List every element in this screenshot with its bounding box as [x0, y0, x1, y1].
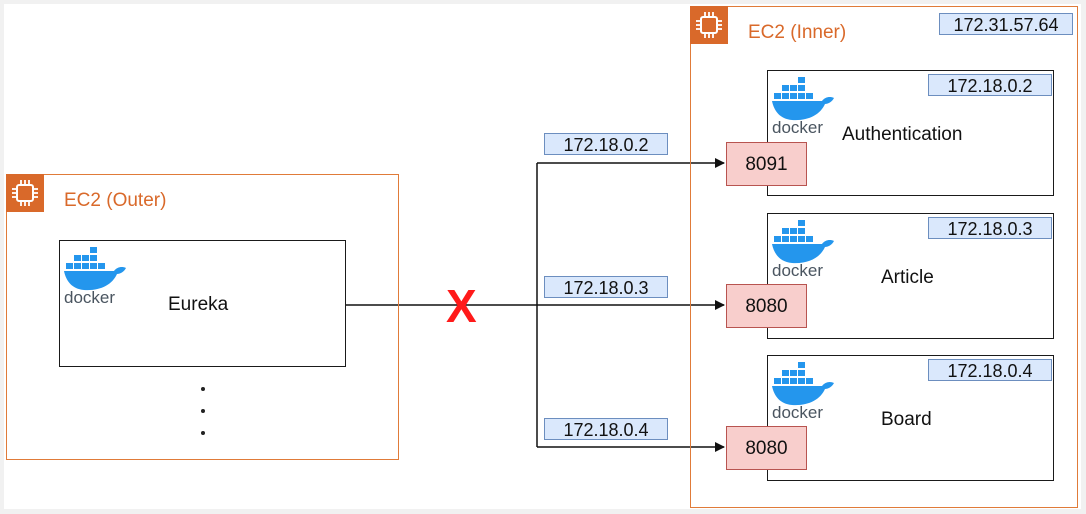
route-ip-label: 172.18.0.4 [544, 418, 668, 440]
article-label: Article [881, 267, 934, 288]
container-ip-label: 172.18.0.4 [928, 359, 1052, 381]
docker-logo-text: docker [64, 288, 115, 305]
port-authentication: 8091 [726, 142, 807, 186]
ec2-chip-icon [690, 6, 728, 44]
eureka-label: Eureka [168, 294, 229, 315]
more-containers-dot [201, 431, 205, 435]
route-ip-label: 172.18.0.2 [544, 133, 668, 155]
authentication-label: Authentication [842, 124, 963, 145]
docker-logo-icon: docker [770, 75, 840, 135]
ec2-inner-group: EC2 (Inner) 172.31.57.64 [690, 6, 1078, 508]
port-board: 8080 [726, 426, 807, 470]
board-label: Board [881, 409, 932, 430]
blocked-connection-icon: X [446, 280, 477, 332]
ec2-outer-title: EC2 (Outer) [64, 190, 167, 211]
board-container: docker Board 172.18.0.4 [767, 355, 1054, 481]
container-ip-label: 172.18.0.2 [928, 74, 1052, 96]
article-container: docker Article 172.18.0.3 [767, 213, 1054, 339]
docker-logo-icon: docker [770, 218, 840, 278]
docker-logo-text: docker [772, 261, 823, 278]
eureka-container: docker Eureka [59, 240, 346, 367]
route-ip-label: 172.18.0.3 [544, 276, 668, 298]
diagram-canvas: EC2 (Outer) docker Eureka X 172.18.0.2 1… [4, 4, 1081, 509]
authentication-container: docker Authentication 172.18.0.2 [767, 70, 1054, 196]
ec2-outer-group: EC2 (Outer) [6, 174, 399, 460]
ec2-inner-title: EC2 (Inner) [748, 22, 847, 43]
connection-lines [344, 158, 725, 452]
docker-logo-icon: docker [62, 245, 132, 305]
port-article: 8080 [726, 284, 807, 328]
docker-logo-icon: docker [770, 360, 840, 420]
docker-logo-text: docker [772, 403, 823, 420]
more-containers-dot [201, 409, 205, 413]
docker-logo-text: docker [772, 118, 823, 135]
host-ip-label: 172.31.57.64 [939, 13, 1073, 35]
ec2-chip-icon [6, 174, 44, 212]
more-containers-dot [201, 387, 205, 391]
container-ip-label: 172.18.0.3 [928, 217, 1052, 239]
